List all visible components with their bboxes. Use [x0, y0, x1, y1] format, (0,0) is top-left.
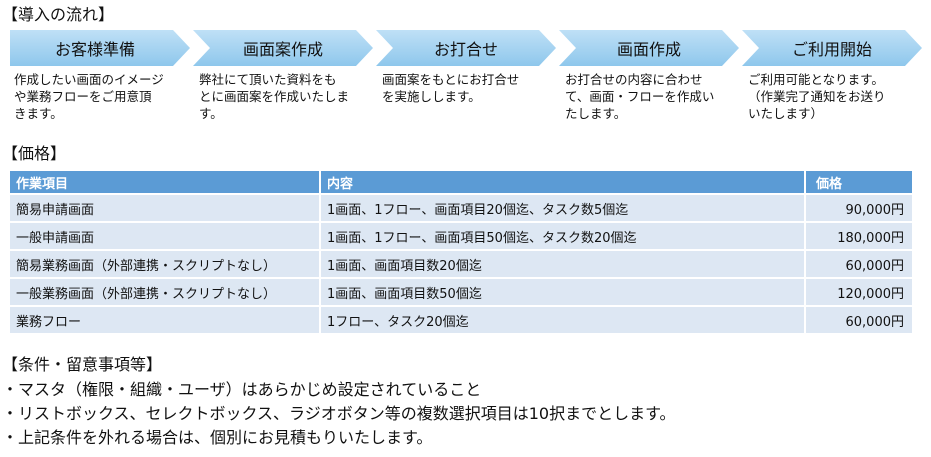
column-header-item: 作業項目: [10, 171, 319, 193]
price-table: 作業項目 内容 価格 簡易申請画面 1画面、1フロー、画面項目20個迄、タスク数…: [10, 169, 912, 335]
desc-line: ご利用可能となります。: [748, 72, 884, 87]
table-row: 簡易業務画面（外部連携・スクリプトなし） 1画面、画面項目数20個迄 60,00…: [10, 251, 912, 277]
desc-line: 弊社にて頂いた資料をも: [199, 72, 337, 87]
table-row: 一般申請画面 1画面、1フロー、画面項目50個迄、タスク数20個迄 180,00…: [10, 223, 912, 249]
cell-price: 90,000円: [804, 195, 912, 221]
desc-line: たします。: [565, 106, 627, 121]
condition-item: ・リストボックス、セレクトボックス、ラジオボタン等の複数選択項目は10択までとし…: [2, 404, 676, 423]
step-customer-preparation: お客様準備: [10, 30, 190, 66]
cell-price: 60,000円: [804, 251, 912, 277]
price-table-header: 作業項目 内容 価格: [10, 171, 912, 193]
cell-content: 1画面、画面項目数50個迄: [319, 279, 804, 305]
conditions-list: ・マスタ（権限・組織・ユーザ）はあらかじめ設定されていること ・リストボックス、…: [2, 378, 675, 450]
step-start-use: ご利用開始: [742, 30, 922, 66]
step-description: ご利用可能となります。 （作業完了通知をお送り いたします）: [748, 71, 886, 122]
table-row: 業務フロー 1フロー、タスク20個迄 60,000円: [10, 307, 912, 333]
desc-line: 作成したい画面のイメージ: [14, 72, 164, 87]
price-heading: 【価格】: [2, 144, 67, 163]
column-header-content: 内容: [319, 171, 804, 193]
step-description: 作成したい画面のイメージ や業務フローをご用意頂 きます。: [14, 71, 164, 122]
desc-line: を実施しします。: [382, 89, 481, 104]
flow-heading: 【導入の流れ】: [2, 5, 115, 24]
step-description: 弊社にて頂いた資料をも とに画面案を作成いたしま す。: [199, 71, 349, 122]
cell-price: 120,000円: [804, 279, 912, 305]
step-description: 画面案をもとにお打合せ を実施しします。: [382, 71, 519, 105]
condition-item: ・上記条件を外れる場合は、個別にお見積もりいたします。: [2, 428, 433, 447]
flow-steps: お客様準備 画面案作成 お打合せ 画面作成 ご利用開始: [10, 30, 928, 66]
table-row: 一般業務画面（外部連携・スクリプトなし） 1画面、画面項目数50個迄 120,0…: [10, 279, 912, 305]
cell-item: 一般業務画面（外部連携・スクリプトなし）: [10, 279, 319, 305]
desc-line: とに画面案を作成いたしま: [199, 89, 350, 104]
desc-line: いたします）: [748, 106, 824, 121]
desc-line: きます。: [14, 106, 63, 121]
cell-content: 1画面、1フロー、画面項目20個迄、タスク数5個迄: [319, 195, 804, 221]
cell-item: 一般申請画面: [10, 223, 319, 249]
table-row: 簡易申請画面 1画面、1フロー、画面項目20個迄、タスク数5個迄 90,000円: [10, 195, 912, 221]
desc-line: （作業完了通知をお送り: [748, 89, 886, 104]
cell-price: 60,000円: [804, 307, 912, 333]
condition-item: ・マスタ（権限・組織・ユーザ）はあらかじめ設定されていること: [2, 380, 482, 399]
conditions-heading: 【条件・留意事項等】: [2, 355, 163, 374]
desc-line: や業務フローをご用意頂: [14, 89, 152, 104]
desc-line: す。: [199, 106, 223, 121]
desc-line: お打合せの内容に合わせ: [565, 72, 703, 87]
cell-price: 180,000円: [804, 223, 912, 249]
step-draft-creation: 画面案作成: [193, 30, 373, 66]
step-screen-creation: 画面作成: [559, 30, 739, 66]
cell-content: 1画面、画面項目数20個迄: [319, 251, 804, 277]
desc-line: て、画面・フローを作成い: [565, 89, 715, 104]
step-description: お打合せの内容に合わせ て、画面・フローを作成い たします。: [565, 71, 714, 122]
desc-line: 画面案をもとにお打合せ: [382, 72, 520, 87]
cell-item: 簡易業務画面（外部連携・スクリプトなし）: [10, 251, 319, 277]
cell-item: 業務フロー: [10, 307, 319, 333]
step-meeting: お打合せ: [376, 30, 556, 66]
cell-item: 簡易申請画面: [10, 195, 319, 221]
cell-content: 1画面、1フロー、画面項目50個迄、タスク数20個迄: [319, 223, 804, 249]
column-header-price: 価格: [804, 171, 912, 193]
cell-content: 1フロー、タスク20個迄: [319, 307, 804, 333]
